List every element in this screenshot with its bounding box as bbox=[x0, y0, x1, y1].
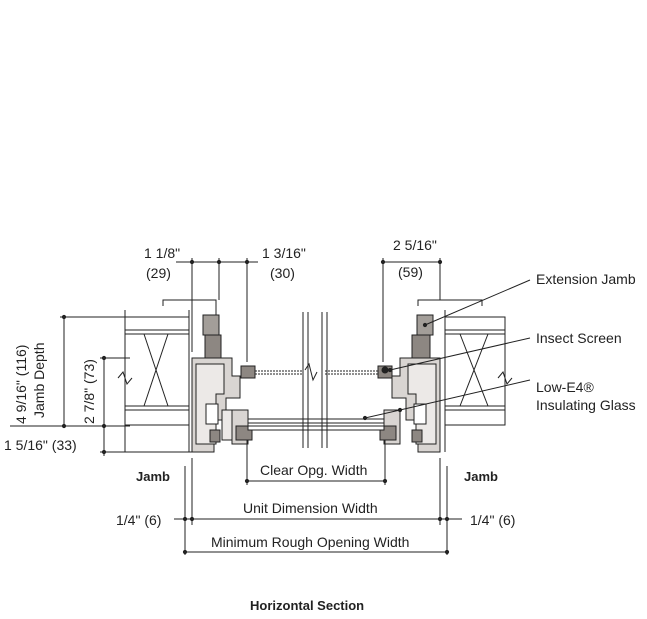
callout-insect-screen: Insect Screen bbox=[536, 330, 622, 346]
dim-rough-opening: Minimum Rough Opening Width bbox=[211, 534, 410, 550]
dim-right-frame-mm: (59) bbox=[398, 264, 423, 280]
dim-left-gap: 1/4" (6) bbox=[116, 512, 162, 528]
dim-left-frame: 1 1/8" bbox=[144, 245, 181, 261]
left-wall-break bbox=[117, 370, 133, 386]
right-wall-break bbox=[497, 370, 513, 386]
dim-unit-dimension: Unit Dimension Width bbox=[243, 500, 378, 516]
gap-dimensions bbox=[174, 466, 462, 555]
dim-clear-opening: Clear Opg. Width bbox=[260, 462, 368, 478]
dim-bottom-offset: 1 5/16" (33) bbox=[4, 437, 77, 453]
dim-right-frame: 2 5/16" bbox=[393, 237, 437, 253]
left-frame bbox=[162, 299, 256, 453]
callout-extension-jamb: Extension Jamb bbox=[536, 271, 636, 287]
callout-leaders bbox=[362, 279, 531, 421]
dim-jamb-depth-label: Jamb Depth bbox=[31, 342, 47, 418]
dim-left-frame-mm: (29) bbox=[146, 265, 171, 281]
callout-glass-line2: Insulating Glass bbox=[536, 397, 636, 413]
left-wall bbox=[124, 310, 190, 452]
top-dimension-left bbox=[176, 258, 258, 362]
center-break bbox=[302, 312, 328, 448]
dim-jamb-depth-total: 4 9/16" (116) bbox=[13, 344, 29, 424]
dim-left-sash: 1 3/16" bbox=[262, 245, 306, 261]
dim-left-sash-mm: (30) bbox=[270, 265, 295, 281]
rough-opening-dimension bbox=[182, 549, 450, 555]
callout-glass-line1: Low-E4® bbox=[536, 379, 594, 395]
right-wall bbox=[444, 310, 506, 452]
insect-screen bbox=[255, 362, 378, 382]
right-frame bbox=[377, 299, 483, 453]
clear-opening-dimension bbox=[244, 440, 388, 485]
caption: Horizontal Section bbox=[250, 598, 365, 613]
dim-right-gap: 1/4" (6) bbox=[470, 512, 516, 528]
dim-jamb-inner: 2 7/8" (73) bbox=[81, 359, 97, 424]
left-vertical-dimensions bbox=[10, 314, 192, 456]
label-left-jamb: Jamb bbox=[136, 469, 170, 484]
label-right-jamb: Jamb bbox=[464, 469, 498, 484]
insulating-glass bbox=[247, 418, 385, 431]
top-dimension-right bbox=[380, 258, 443, 362]
